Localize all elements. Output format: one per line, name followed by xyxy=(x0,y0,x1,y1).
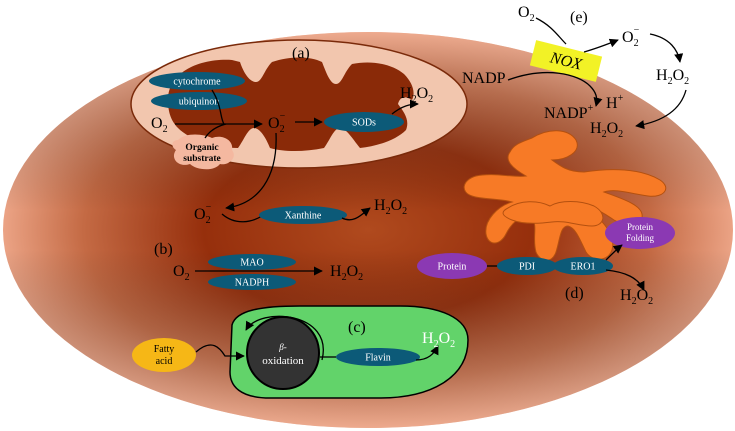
nadp-to-nadp-plus-arrow xyxy=(507,71,603,107)
sods-pill xyxy=(324,112,404,132)
mao-pill xyxy=(208,254,296,270)
h2o2-to-h2o2-arrow xyxy=(635,89,687,130)
organic-to-flow-arrow xyxy=(204,123,227,139)
protein-folding-pill xyxy=(605,217,675,249)
cytochrome-pill xyxy=(149,72,245,90)
mito-superoxide: O2− xyxy=(268,111,286,135)
protein-label: Protein xyxy=(438,262,467,273)
xanthine-label: Xanthine xyxy=(285,211,322,222)
mao-o2: O2 xyxy=(173,263,190,283)
label-a: (a) xyxy=(292,45,310,62)
fatty-acid-shape xyxy=(132,338,196,372)
nox-nadp-plus: NADP+ xyxy=(544,103,594,122)
nox-box xyxy=(529,40,603,82)
er-cistern xyxy=(502,201,604,227)
peroxisome-h2o2: H2O2 xyxy=(422,330,455,350)
flavin-label: Flavin xyxy=(365,353,391,364)
ero1-pill xyxy=(553,257,613,275)
sods-label: SODs xyxy=(352,118,376,129)
pdi-pill xyxy=(497,257,557,275)
xanthine-h2o2: H2O2 xyxy=(374,197,407,217)
mao-pathway: (b) O2 MAO NADPH H2O2 xyxy=(154,241,363,290)
ero1-to-folding-arrow xyxy=(605,244,623,261)
xanthine-superoxide: O2− xyxy=(194,202,212,226)
oxidation-label: oxidation xyxy=(262,355,304,367)
beta-oxidation-circle xyxy=(246,316,320,390)
fatty-acid-arrow xyxy=(195,344,245,361)
label-c: (c) xyxy=(348,319,366,336)
organic-substrate-shape xyxy=(172,134,234,170)
endoplasmic-reticulum: Protein PDI ERO1 Protein Folding (d) H2O… xyxy=(417,130,675,307)
ubiquinon-pill xyxy=(151,92,247,110)
nox-nadp: NADP xyxy=(462,70,506,87)
o2-to-nox-arrow xyxy=(535,17,567,45)
xanthine-pill xyxy=(259,206,347,224)
beta-cycle-arrow xyxy=(245,315,324,361)
mito-o2: O2 xyxy=(151,115,168,135)
fatty-acid-line2: acid xyxy=(156,356,173,367)
organic-substrate-line1: Organic xyxy=(185,143,218,153)
nox-h2o2-top: H2O2 xyxy=(656,67,689,87)
er-h2o2: H2O2 xyxy=(620,287,653,307)
superoxide-to-xanthine-arrow xyxy=(221,213,263,223)
label-b: (b) xyxy=(154,241,173,258)
organic-substrate-line2: substrate xyxy=(183,154,220,164)
ero1-to-h2o2-arrow xyxy=(605,269,645,291)
nox-superoxide: O2− xyxy=(622,25,640,49)
pdi-label: PDI xyxy=(519,262,535,273)
cytochrome-to-flow-arrow xyxy=(211,89,225,125)
ero1-label: ERO1 xyxy=(571,262,596,273)
label-d: (d) xyxy=(565,285,584,302)
peroxisome: (c) β- oxidation Fatty acid Flavin H2O2 xyxy=(132,305,469,399)
flavin-pill xyxy=(336,348,420,366)
protein-folding-line2: Folding xyxy=(626,233,655,243)
xanthine-to-h2o2-arrow xyxy=(341,207,371,221)
mito-to-superoxide-arrow xyxy=(225,132,277,212)
mito-h2o2: H2O2 xyxy=(400,85,433,105)
nox-o2: O2 xyxy=(518,4,535,24)
fatty-acid-line1: Fatty xyxy=(154,344,175,355)
nox-enzyme: NOX xyxy=(529,40,603,82)
nox-h-plus: H+ xyxy=(606,93,624,112)
mao-label: MAO xyxy=(240,258,263,269)
mao-h2o2: H2O2 xyxy=(330,263,363,283)
nox-pathway: O2 (e) NOX O2− H2O2 NADP NADP+ H+ H2O2 xyxy=(462,4,689,140)
nadph-label: NADPH xyxy=(235,278,269,289)
nadph-pill xyxy=(208,274,296,290)
cytochrome-label: cytochrome xyxy=(173,77,221,88)
nox-to-superoxide-arrow xyxy=(583,38,619,53)
er-membrane xyxy=(463,130,667,261)
protein-folding-line1: Protein xyxy=(627,222,653,232)
label-e: (e) xyxy=(570,9,588,26)
flavin-to-h2o2-arrow xyxy=(415,345,439,361)
protein-pill xyxy=(417,253,487,279)
mitochondrion: (a) cytochrome ubiquinon O2 Organic subs… xyxy=(130,39,468,170)
nox-h2o2-bottom: H2O2 xyxy=(590,120,623,140)
ubiquinon-label: ubiquinon xyxy=(179,97,220,108)
sods-to-h2o2-arrow xyxy=(391,99,419,115)
superoxide-to-h2o2-arrow xyxy=(649,33,684,63)
xanthine-pathway: O2− Xanthine H2O2 xyxy=(194,132,407,226)
beta-label: β- xyxy=(278,342,286,352)
